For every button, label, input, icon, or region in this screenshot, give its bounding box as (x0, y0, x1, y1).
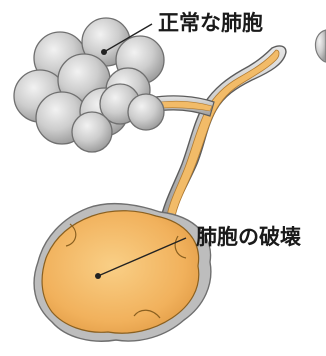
bronchiole (160, 46, 286, 222)
label-destroyed-alveoli: 肺胞の破壊 (196, 225, 301, 249)
normal-alveoli-cluster (14, 18, 164, 152)
label-normal-alveoli: 正常な肺胞 (158, 11, 263, 35)
partial-alveolus-right (315, 30, 326, 62)
destroyed-alveolus (34, 204, 211, 342)
